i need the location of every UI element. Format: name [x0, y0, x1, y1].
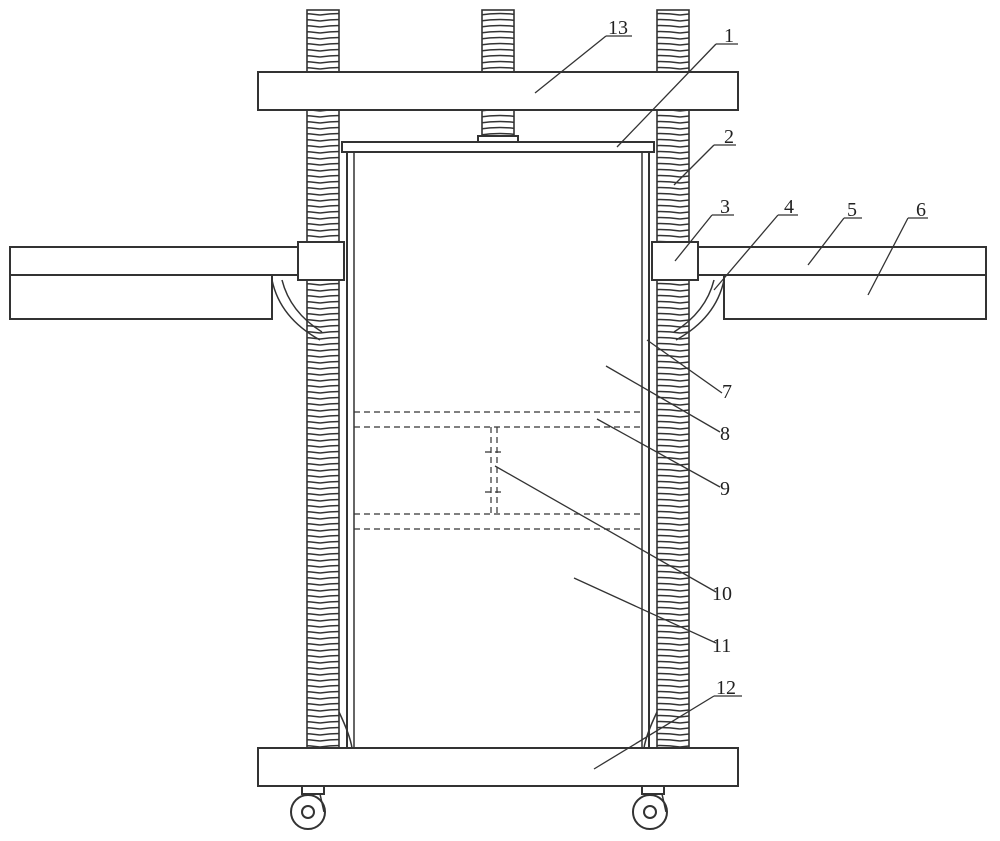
threaded-rod-left — [307, 10, 339, 750]
left-arm — [10, 247, 300, 319]
base-plate — [258, 748, 738, 786]
label-8: 8 — [720, 423, 730, 445]
caster-right — [633, 786, 667, 829]
slider-left — [298, 242, 344, 280]
label-10: 10 — [712, 583, 732, 605]
label-2: 2 — [724, 126, 734, 148]
right-arm — [696, 247, 986, 319]
label-5: 5 — [847, 199, 857, 221]
label-13: 13 — [608, 17, 628, 39]
label-4: 4 — [784, 196, 794, 218]
label-6: 6 — [916, 199, 926, 221]
label-7: 7 — [722, 381, 732, 403]
label-9: 9 — [720, 478, 730, 500]
threaded-rod-right — [657, 10, 689, 750]
label-11: 11 — [712, 635, 731, 657]
label-3: 3 — [720, 196, 730, 218]
label-1: 1 — [724, 25, 734, 47]
press-plate — [342, 142, 654, 152]
cylinder-body — [347, 152, 649, 748]
top-plate — [258, 72, 738, 110]
label-12: 12 — [716, 677, 736, 699]
caster-left — [291, 786, 325, 829]
